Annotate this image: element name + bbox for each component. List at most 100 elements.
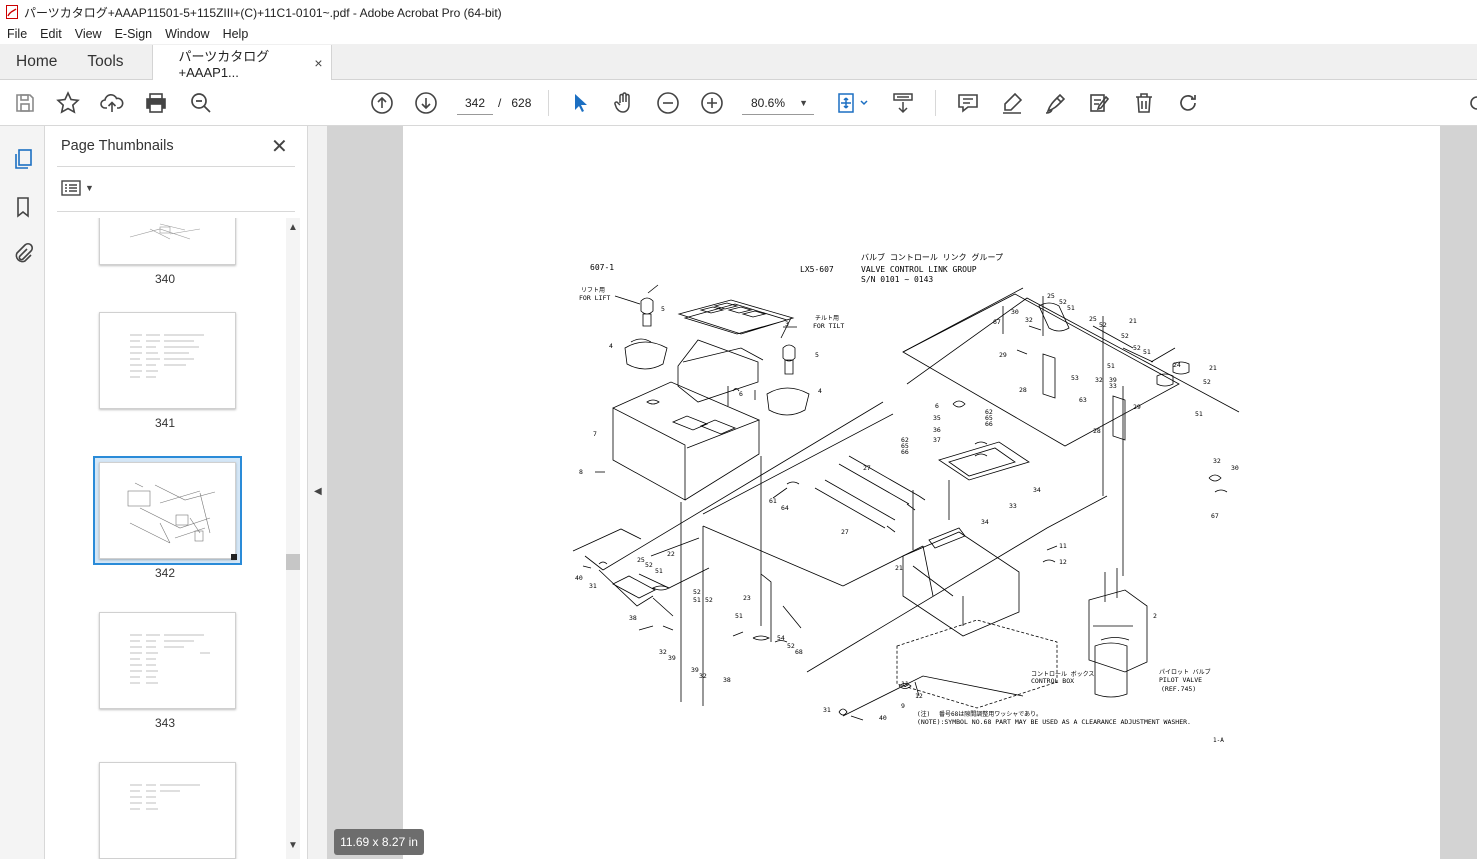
thumbnail-page-344[interactable] [99, 762, 236, 859]
thumbnail-page-343[interactable] [99, 612, 236, 709]
menu-view[interactable]: View [74, 27, 102, 41]
callout: 68 [795, 648, 803, 656]
menu-file[interactable]: File [7, 27, 28, 41]
callout: 34 [1033, 486, 1041, 494]
thumbnail-options-button[interactable]: ▼ [61, 180, 94, 196]
save-icon[interactable] [12, 90, 38, 116]
callout: 32 [1025, 316, 1033, 324]
callout: 61 [769, 497, 777, 505]
drawing-title-jp: バルブ コントロール リンク グループ [861, 252, 1003, 262]
select-cursor-icon[interactable] [567, 90, 593, 116]
fit-page-icon[interactable] [834, 90, 870, 116]
toolbar-divider [548, 90, 549, 116]
next-page-icon[interactable] [413, 90, 439, 116]
callout: 29 [1133, 403, 1141, 411]
scroll-up-icon[interactable]: ▲ [288, 222, 298, 233]
tab-close-icon[interactable]: × [314, 54, 323, 71]
toolbar-divider [935, 90, 936, 116]
callout: 67 [1211, 512, 1219, 520]
rotate-redo-icon[interactable] [1175, 90, 1201, 116]
callout: 52 [1203, 378, 1211, 386]
callout: 32 [699, 672, 707, 680]
callout: 28 [1019, 386, 1027, 394]
draw-pen-icon[interactable] [1043, 90, 1069, 116]
callout: 51 [693, 596, 701, 604]
panel-collapse-strip[interactable]: ◀ [307, 126, 327, 859]
tab-tools[interactable]: Tools [87, 52, 124, 70]
zoom-search-icon[interactable] [188, 90, 214, 116]
delete-trash-icon[interactable] [1131, 90, 1157, 116]
window-title: パーツカタログ+AAAP11501-5+115ZIII+(C)+11C1-010… [24, 5, 502, 20]
menu-window[interactable]: Window [165, 27, 210, 41]
comment-icon[interactable] [955, 90, 981, 116]
bookmark-icon[interactable] [10, 194, 36, 220]
page-number-input[interactable]: 342 [457, 91, 493, 115]
document-viewer[interactable]: 607-1 LX5-607 バルブ コントロール リンク グループ VALVE … [327, 126, 1477, 859]
callout: 51 [1067, 304, 1075, 312]
callout: 34 [981, 518, 989, 526]
edit-text-icon[interactable] [1087, 90, 1113, 116]
attachment-paperclip-icon[interactable] [10, 240, 36, 266]
callout: 51 [1143, 348, 1151, 356]
callout: 52 [645, 561, 653, 569]
callout: 37 [933, 436, 941, 444]
callout: 36 [933, 426, 941, 434]
zoom-out-icon[interactable] [655, 90, 681, 116]
thumbnail-page-340[interactable] [99, 218, 236, 265]
callout: 39 [668, 654, 676, 662]
callout: 33 [1009, 502, 1017, 510]
callout: 25 [637, 556, 645, 564]
bookmark-star-icon[interactable] [55, 90, 81, 116]
scrollbar-thumb[interactable] [286, 554, 300, 570]
collapse-panel-icon[interactable]: ◀ [314, 486, 322, 497]
callout: 27 [863, 464, 871, 472]
thumbnail-page-341[interactable] [99, 312, 236, 409]
panel-close-icon[interactable]: ✕ [271, 136, 288, 158]
callout: 4 [818, 387, 822, 395]
thumbnail-page-342[interactable] [99, 462, 237, 560]
print-icon[interactable] [143, 90, 169, 116]
callout: 23 [743, 594, 751, 602]
callout: 21 [1209, 364, 1217, 372]
callout: 7 [593, 430, 597, 438]
chevron-down-icon: ▼ [799, 98, 808, 108]
panel-divider [57, 166, 295, 167]
menu-esign[interactable]: E-Sign [114, 27, 153, 41]
callout: 30 [1231, 464, 1239, 472]
callout: 35 [933, 414, 941, 422]
thumbnail-list-icon [130, 334, 204, 378]
callout: 25 [1047, 292, 1055, 300]
menu-bar: File Edit View E-Sign Window Help [0, 24, 1477, 44]
menu-edit[interactable]: Edit [40, 27, 62, 41]
callout: 62 [985, 408, 993, 416]
callout: 28 [1093, 427, 1101, 435]
thumbnail-list-icon [130, 634, 210, 684]
callout: 22 [667, 550, 675, 558]
scroll-down-icon[interactable]: ▼ [288, 840, 298, 851]
scroll-mode-icon[interactable] [890, 90, 916, 116]
more-tools-icon[interactable] [1466, 90, 1477, 116]
highlight-pen-icon[interactable] [999, 90, 1025, 116]
menu-help[interactable]: Help [222, 27, 249, 41]
label-pilot-valve-ref: (REF.745) [1161, 685, 1196, 693]
zoom-level-dropdown[interactable]: 80.6% ▼ [742, 91, 814, 115]
zoom-in-icon[interactable] [699, 90, 725, 116]
callout: 32 [659, 648, 667, 656]
page-size-badge: 11.69 x 8.27 in [334, 829, 424, 855]
previous-page-icon[interactable] [369, 90, 395, 116]
page-total-count: 628 [511, 96, 532, 110]
pdf-page[interactable]: 607-1 LX5-607 バルブ コントロール リンク グループ VALVE … [403, 126, 1440, 859]
callout: 52 [1059, 298, 1067, 306]
share-upload-icon[interactable] [99, 90, 125, 116]
exploded-parts-drawing: 607-1 LX5-607 バルブ コントロール リンク グループ VALVE … [572, 252, 1240, 744]
thumbnail-scrollbar[interactable]: ▲ ▼ [286, 218, 300, 859]
page-thumbnails-icon[interactable] [10, 146, 36, 172]
hand-tool-icon[interactable] [611, 90, 637, 116]
callout: 38 [723, 676, 731, 684]
drawing-title-en: VALVE CONTROL LINK GROUP [861, 265, 977, 274]
tab-document[interactable]: パーツカタログ+AAAP1... × [151, 45, 332, 80]
tab-home[interactable]: Home [16, 52, 58, 70]
drawing-code: LX5-607 [800, 265, 834, 274]
callout: 11 [901, 680, 909, 688]
callout: 32 [1095, 376, 1103, 384]
